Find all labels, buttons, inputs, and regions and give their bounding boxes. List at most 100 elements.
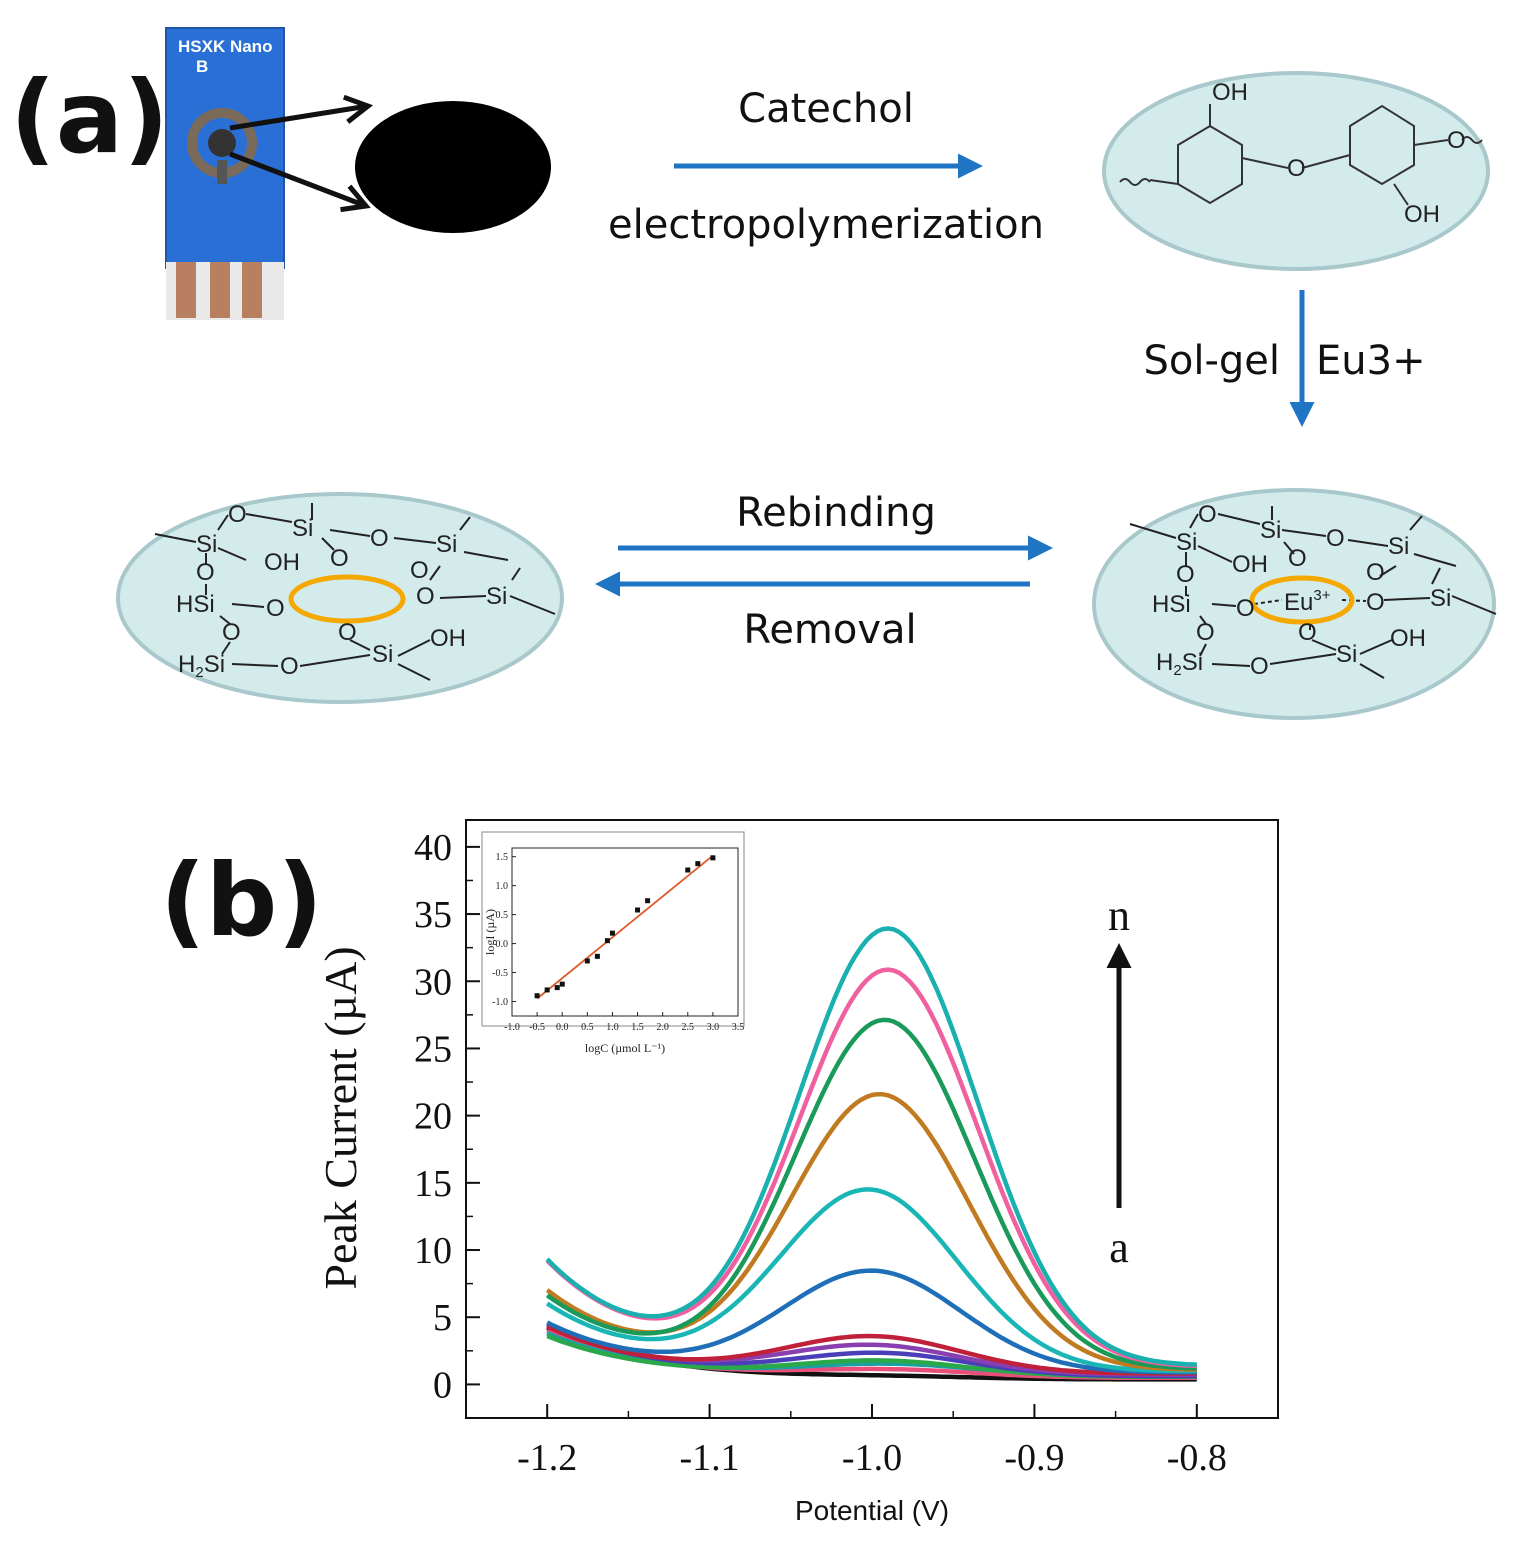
polymer-structure [1119,104,1483,206]
imprinted-network-bonds [154,503,556,681]
step3-bottom-label: Removal [743,607,916,653]
contact-pad-3 [242,262,262,318]
x-tick-label: -0.8 [1167,1437,1227,1479]
inset-y-tick-label: 1.0 [496,881,509,892]
electrode-strip: HSXK Nano B [165,27,285,320]
inset-panel [481,831,745,1027]
atom-hsi: HSi [1152,591,1191,618]
atom-o: O [222,619,241,646]
contact-pad-1 [176,262,196,318]
inset-point [534,993,540,999]
series-line-11 [545,1017,1197,1371]
atom-o: O [228,501,247,528]
series-line-7 [546,1324,1197,1376]
atom-o: O [410,557,429,584]
inset-x-tick-label: -0.5 [529,1022,545,1033]
inset-y-tick-label: 0.0 [496,939,509,950]
y-tick-label: 10 [414,1230,452,1272]
polymer-o-center: O [1287,155,1306,182]
y-tick-label: 5 [433,1297,452,1339]
atom-o: O [330,545,349,572]
atom-si: Si [372,641,393,668]
atom-o: O [1366,589,1385,616]
zoom-arrow-top [229,106,368,131]
atom-o: O [1198,501,1217,528]
inset-x-tick-label: 0.0 [556,1022,569,1033]
atom-si: Si [1260,517,1281,544]
series-line-12 [545,967,1197,1369]
step2-left-label: Sol-gel [1143,338,1280,384]
atom-si: Si [436,531,457,558]
inset-point [695,861,701,867]
atom-oh: OH [264,549,300,576]
atom-o: O [1196,619,1215,646]
inset-y-tick-label: 1.5 [496,852,509,863]
polymer-oh-top: OH [1212,79,1248,106]
y-tick-label: 20 [414,1096,452,1138]
atom-o: O [196,559,215,586]
inset-point [645,898,651,904]
inset-fit-line [536,854,714,1000]
atom-si: Si [1430,585,1451,612]
y-axis-label: Peak Current (µA) [315,946,366,1289]
bound-network-ellipse: O Si Si O Si OH O O O HSi O Eu3+ O Si O … [1092,488,1497,720]
inset-y-tick-label: -0.5 [492,968,508,979]
inset-point [635,907,641,913]
atom-si: Si [1176,529,1197,556]
atom-hsi: HSi [176,591,215,618]
atom-o: O [1250,653,1269,680]
atom-si: Si [1336,641,1357,668]
atom-oh: OH [1390,625,1426,652]
electrode-label-2: B [196,57,208,76]
step2-right-label: Eu3+ [1316,338,1426,384]
atom-o: O [1288,545,1307,572]
atom-o: O [1176,561,1195,588]
step1-bottom-label: electropolymerization [608,202,1044,248]
inset-point [685,867,691,873]
panel-a: (a) HSXK Nano B Catechol electropolymeri… [10,27,1497,720]
bound-network-atoms: O Si Si O Si OH O O O HSi O Eu3+ O Si O … [1152,501,1451,680]
inset-x-tick-label: -1.0 [504,1022,520,1033]
inset-x-tick-label: 2.0 [656,1022,669,1033]
y-tick-label: 40 [414,827,452,869]
step3-top-label: Rebinding [736,490,936,536]
x-axis-ticks: -1.2-1.1-1.0-0.9-0.8 [465,1404,1279,1479]
atom-o: O [266,595,285,622]
y-tick-label: 25 [414,1028,452,1070]
atom-si: Si [1388,533,1409,560]
inset-x-tick-label: 2.5 [682,1022,695,1033]
series-lines [545,926,1197,1382]
eu-cavity-ring [1249,575,1355,625]
atom-o: O [1326,525,1345,552]
atom-o: O [370,525,389,552]
atom-o: O [1366,559,1385,586]
y-tick-label: 0 [433,1364,452,1406]
atom-si: Si [292,515,313,542]
step1-top-label: Catechol [738,86,914,132]
trend-arrow-top-label: n [1108,891,1130,940]
series-line-9 [545,1187,1197,1374]
y-tick-label: 35 [414,894,452,936]
atom-eu: Eu3+ [1284,587,1331,616]
inset-y-ticks: -1.0-0.50.00.51.01.5 [492,852,516,1008]
atom-si: Si [486,583,507,610]
inset-x-tick-label: 0.5 [581,1022,594,1033]
trend-arrow-bottom-label: a [1109,1223,1129,1272]
inset-point [609,930,615,936]
atom-h2si: H2Si [178,651,225,681]
working-electrode-dot [208,129,236,157]
imprinted-network-ellipse: O Si Si OH O O Si O O HSi O O Si O O OH … [116,492,564,704]
panel-a-label: (a) [10,59,169,176]
electrode-lead [217,160,227,184]
inset-point [559,981,565,987]
inset-fit [536,854,714,1000]
x-tick-label: -0.9 [1004,1437,1064,1479]
x-tick-label: -1.2 [517,1437,577,1479]
inset-frame [511,847,739,1017]
inset-point [544,987,550,993]
x-tick-label: -1.1 [680,1437,740,1479]
inset-point [604,938,610,944]
